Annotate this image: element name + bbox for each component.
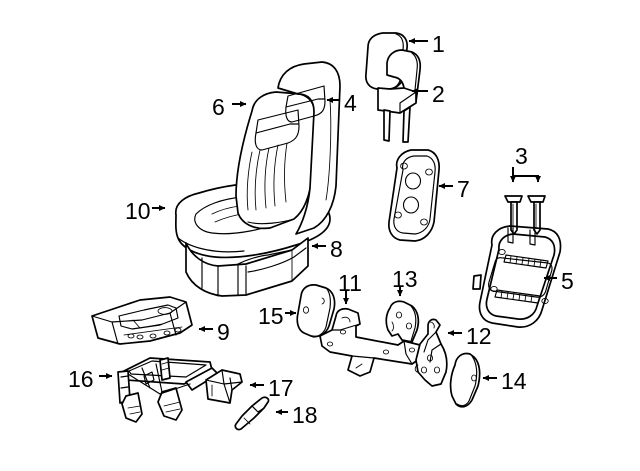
callout-number-9: 9 xyxy=(217,319,230,345)
part-seat-back-cushion xyxy=(235,91,316,230)
part-recliner-trim-panel xyxy=(388,149,440,242)
part-side-shield-cover xyxy=(296,284,336,338)
callout-number-1: 1 xyxy=(432,31,445,57)
leader-lines xyxy=(99,37,557,416)
callout-number-3: 3 xyxy=(515,143,528,169)
part-bolt-right xyxy=(527,195,546,235)
callout-number-14: 14 xyxy=(501,368,527,394)
callout-number-13: 13 xyxy=(392,266,418,292)
part-seat-track-adjuster xyxy=(117,357,219,423)
part-release-lever-handle xyxy=(234,396,270,431)
callout-number-12: 12 xyxy=(466,323,492,349)
callout-number-7: 7 xyxy=(457,176,470,202)
callout-number-11: 11 xyxy=(338,270,362,296)
callout-number-15: 15 xyxy=(258,303,284,329)
callout-number-17: 17 xyxy=(268,375,294,401)
callout-number-5: 5 xyxy=(561,268,574,294)
part-seat-cushion-skirt xyxy=(185,237,309,297)
callout-number-18: 18 xyxy=(292,402,318,428)
leader-3a xyxy=(512,167,542,183)
part-seat-back-panel xyxy=(277,61,341,235)
part-pivot-cover xyxy=(385,300,420,343)
part-seat-cushion-pan xyxy=(91,296,193,345)
part-seat-back-frame xyxy=(472,225,562,328)
part-head-restraint xyxy=(365,32,422,143)
part-track-end-cover xyxy=(205,369,243,404)
callout-number-8: 8 xyxy=(330,236,343,262)
part-seat-support-bracket xyxy=(319,307,423,377)
part-recliner-handle-bracket xyxy=(414,318,448,387)
callout-number-6: 6 xyxy=(212,94,225,120)
callout-number-2: 2 xyxy=(432,81,445,107)
callout-number-4: 4 xyxy=(344,90,357,116)
part-hinge-cover xyxy=(449,352,481,408)
callout-number-16: 16 xyxy=(68,366,94,392)
callout-number-10: 10 xyxy=(125,198,151,224)
